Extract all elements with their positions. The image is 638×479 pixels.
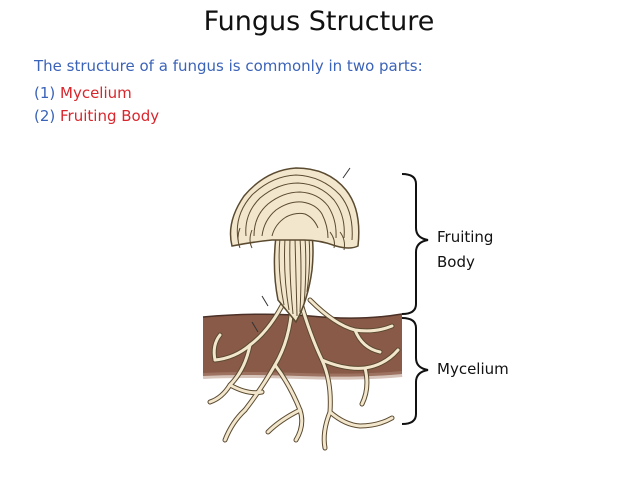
fruiting-body-mushroom: [229, 167, 360, 333]
fruiting-body-brace: [401, 173, 429, 315]
slide-title: Fungus Structure: [203, 6, 435, 37]
fruiting-body-label-line2: Body: [437, 253, 475, 271]
intro-text: The structure of a fungus is commonly in…: [34, 57, 423, 75]
part-number: (2): [34, 107, 61, 125]
fruiting-body-label: Fruiting Body: [437, 225, 493, 275]
part-mycelium: (1) Mycelium: [34, 84, 132, 102]
mycelium-brace: [401, 317, 429, 425]
mycelium-label: Mycelium: [437, 360, 509, 378]
part-name: Mycelium: [60, 84, 132, 102]
part-number: (1): [34, 84, 61, 102]
mycelium-network: [207, 297, 401, 451]
part-name: Fruiting Body: [60, 107, 160, 125]
part-fruiting-body: (2) Fruiting Body: [34, 107, 159, 125]
fruiting-body-label-line1: Fruiting: [437, 228, 494, 246]
